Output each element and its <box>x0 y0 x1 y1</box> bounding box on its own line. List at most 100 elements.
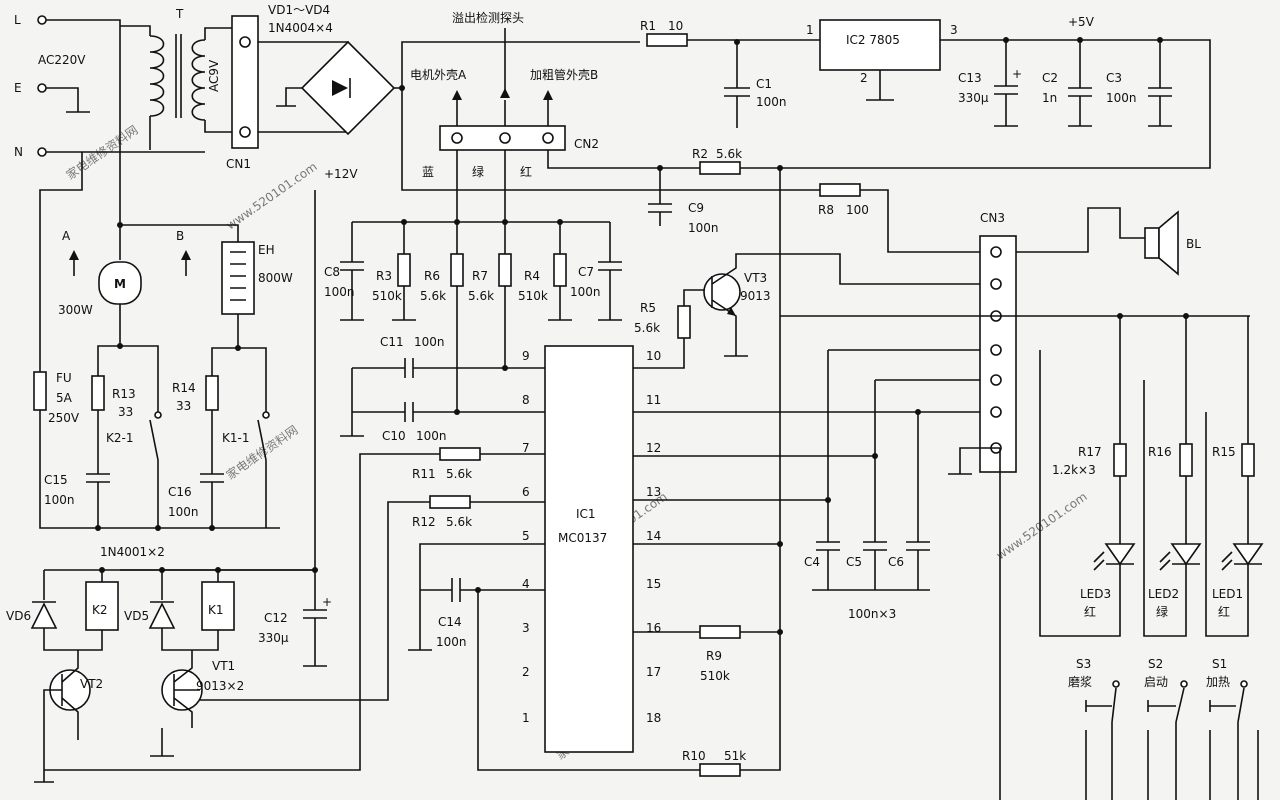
r3-resistor <box>397 253 411 287</box>
tube-shell-label: 加粗管外壳B <box>530 67 598 82</box>
r11-value: 5.6k <box>446 467 472 481</box>
ic2-regulator <box>819 19 941 71</box>
c10-label: C10 <box>382 429 406 443</box>
c9-label: C9 <box>688 201 704 215</box>
pin-label: 13 <box>646 485 661 499</box>
r6-resistor <box>450 253 464 287</box>
r13-label: R13 <box>112 387 136 401</box>
vt3-part: 9013 <box>740 289 771 303</box>
keyboard-caps: C4 C5 C6 100n×3 <box>804 349 994 621</box>
c11-label: C11 <box>380 335 404 349</box>
r9-resistor <box>699 625 741 639</box>
fuse-rating-v: 250V <box>48 411 80 425</box>
c16-label: C16 <box>168 485 192 499</box>
r12-value: 5.6k <box>446 515 472 529</box>
ic1-right-pins: 10 11 12 13 14 15 16 17 18 <box>646 349 661 725</box>
r7-value: 5.6k <box>468 289 494 303</box>
r15-label: R15 <box>1212 445 1236 459</box>
r17-value: 1.2k×3 <box>1052 463 1096 477</box>
r13-resistor <box>91 375 105 411</box>
relay-k1-label: K1 <box>208 603 224 617</box>
fuse-fu <box>33 371 47 411</box>
c9-value: 100n <box>688 221 719 235</box>
pin-label: 16 <box>646 621 661 635</box>
r3-value: 510k <box>372 289 402 303</box>
heater-tag: B <box>176 229 184 243</box>
r13-value: 33 <box>118 405 133 419</box>
switch-s3[interactable] <box>1085 680 1120 723</box>
wire-blue-label: 蓝 <box>422 165 434 179</box>
r1-resistor <box>646 33 688 47</box>
c13-label: C13 <box>958 71 982 85</box>
c14-label: C14 <box>438 615 462 629</box>
switch-s2[interactable] <box>1147 680 1188 723</box>
ic1-chip: IC1 MC0137 9 8 7 6 5 4 3 2 1 10 11 12 13… <box>522 345 661 753</box>
bridge-rectifier: VD1～VD4 1N4004×4 <box>268 3 640 136</box>
r14-resistor <box>205 375 219 411</box>
pin-label: 12 <box>646 441 661 455</box>
vt3-transistor: VT3 9013 <box>703 253 994 357</box>
secondary-voltage-label: AC9V <box>207 59 221 92</box>
c13-plus: + <box>1012 67 1022 81</box>
rail-12v-label: +12V <box>324 167 358 181</box>
vd5-label: VD5 <box>124 609 149 623</box>
switch-s1[interactable] <box>1209 680 1248 723</box>
s3-label: S3 <box>1076 657 1091 671</box>
speaker-bl: BL <box>1000 207 1201 276</box>
motor-tag: A <box>62 229 71 243</box>
vt2-label: VT2 <box>80 677 103 691</box>
cn3-label: CN3 <box>980 211 1005 225</box>
r1-value: 10 <box>668 19 683 33</box>
c1-label: C1 <box>756 77 772 91</box>
r7-label: R7 <box>472 269 488 283</box>
pin-label: 4 <box>522 577 530 591</box>
c11-value: 100n <box>414 335 445 349</box>
led2-label: LED2 <box>1148 587 1179 601</box>
vt3-label: VT3 <box>744 271 767 285</box>
ic2-label: IC2 7805 <box>846 33 900 47</box>
r16-resistor <box>1179 443 1193 477</box>
r8-label: R8 <box>818 203 834 217</box>
r10-resistor <box>699 763 741 777</box>
r5-value: 5.6k <box>634 321 660 335</box>
mains-voltage-label: AC220V <box>38 53 86 67</box>
relay-k1 <box>201 581 235 631</box>
probe-connector-cn2: 溢出检测探头 电机外壳A 加粗管外壳B CN2 蓝 绿 红 <box>410 10 700 255</box>
ic1-label: IC1 <box>576 507 596 521</box>
c8-label: C8 <box>324 265 340 279</box>
r7-resistor <box>498 253 512 287</box>
vd5-diode <box>148 602 176 629</box>
c7-label: C7 <box>578 265 594 279</box>
k1-contact-label: K1-1 <box>222 431 249 445</box>
c2-value: 1n <box>1042 91 1057 105</box>
c12-plus: + <box>322 595 332 609</box>
r12-resistor <box>429 495 471 509</box>
r6-value: 5.6k <box>420 289 446 303</box>
pin-label: 6 <box>522 485 530 499</box>
led1-color: 红 <box>1218 604 1230 619</box>
r5-label: R5 <box>640 301 656 315</box>
ic1-part: MC0137 <box>558 531 607 545</box>
r17-label: R17 <box>1078 445 1102 459</box>
relay-drivers: 1N4001×2 VD6 K2 VD5 K1 + C12 330μ VT2 VT… <box>6 545 332 783</box>
r8-resistor <box>819 183 861 197</box>
c12-value: 330μ <box>258 631 289 645</box>
r14-label: R14 <box>172 381 196 395</box>
led-switch-panel: R17 1.2k×3 R16 R15 LED3 红 LED2 绿 LED1 红 … <box>999 316 1264 800</box>
motor-shell-label: 电机外壳A <box>410 68 467 82</box>
s1-label: S1 <box>1212 657 1227 671</box>
driver-resistors: R11 5.6k R12 5.6k <box>44 447 545 771</box>
r4-label: R4 <box>524 269 540 283</box>
wire-green-label: 绿 <box>472 164 484 179</box>
led3-color: 红 <box>1084 604 1096 619</box>
vd6-diode <box>30 602 58 629</box>
terminal-e-label: E <box>14 81 22 95</box>
motor-symbol: M <box>114 277 126 291</box>
pin-label: 1 <box>522 711 530 725</box>
r11-resistor <box>439 447 481 461</box>
c4-label: C4 <box>804 555 820 569</box>
connector-cn3: CN3 <box>780 211 1250 475</box>
s1-function: 加热 <box>1206 675 1230 689</box>
cn1-label: CN1 <box>226 157 251 171</box>
